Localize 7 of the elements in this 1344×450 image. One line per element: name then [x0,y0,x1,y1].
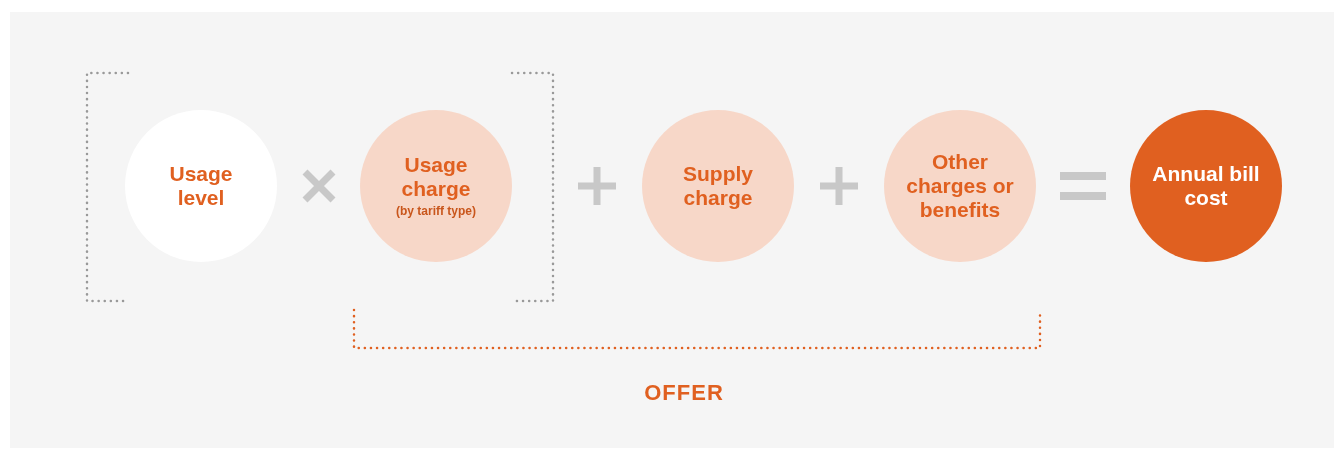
node-title: Usage level [168,162,234,210]
node-title: Usage charge [400,153,472,201]
node-note: (by tariff type) [396,203,476,219]
node-title: Other charges or benefits [905,150,1015,222]
node-title: Annual bill cost [1151,162,1261,210]
bracket-label: OFFER [643,379,725,407]
node-title: Supply charge [682,162,754,210]
